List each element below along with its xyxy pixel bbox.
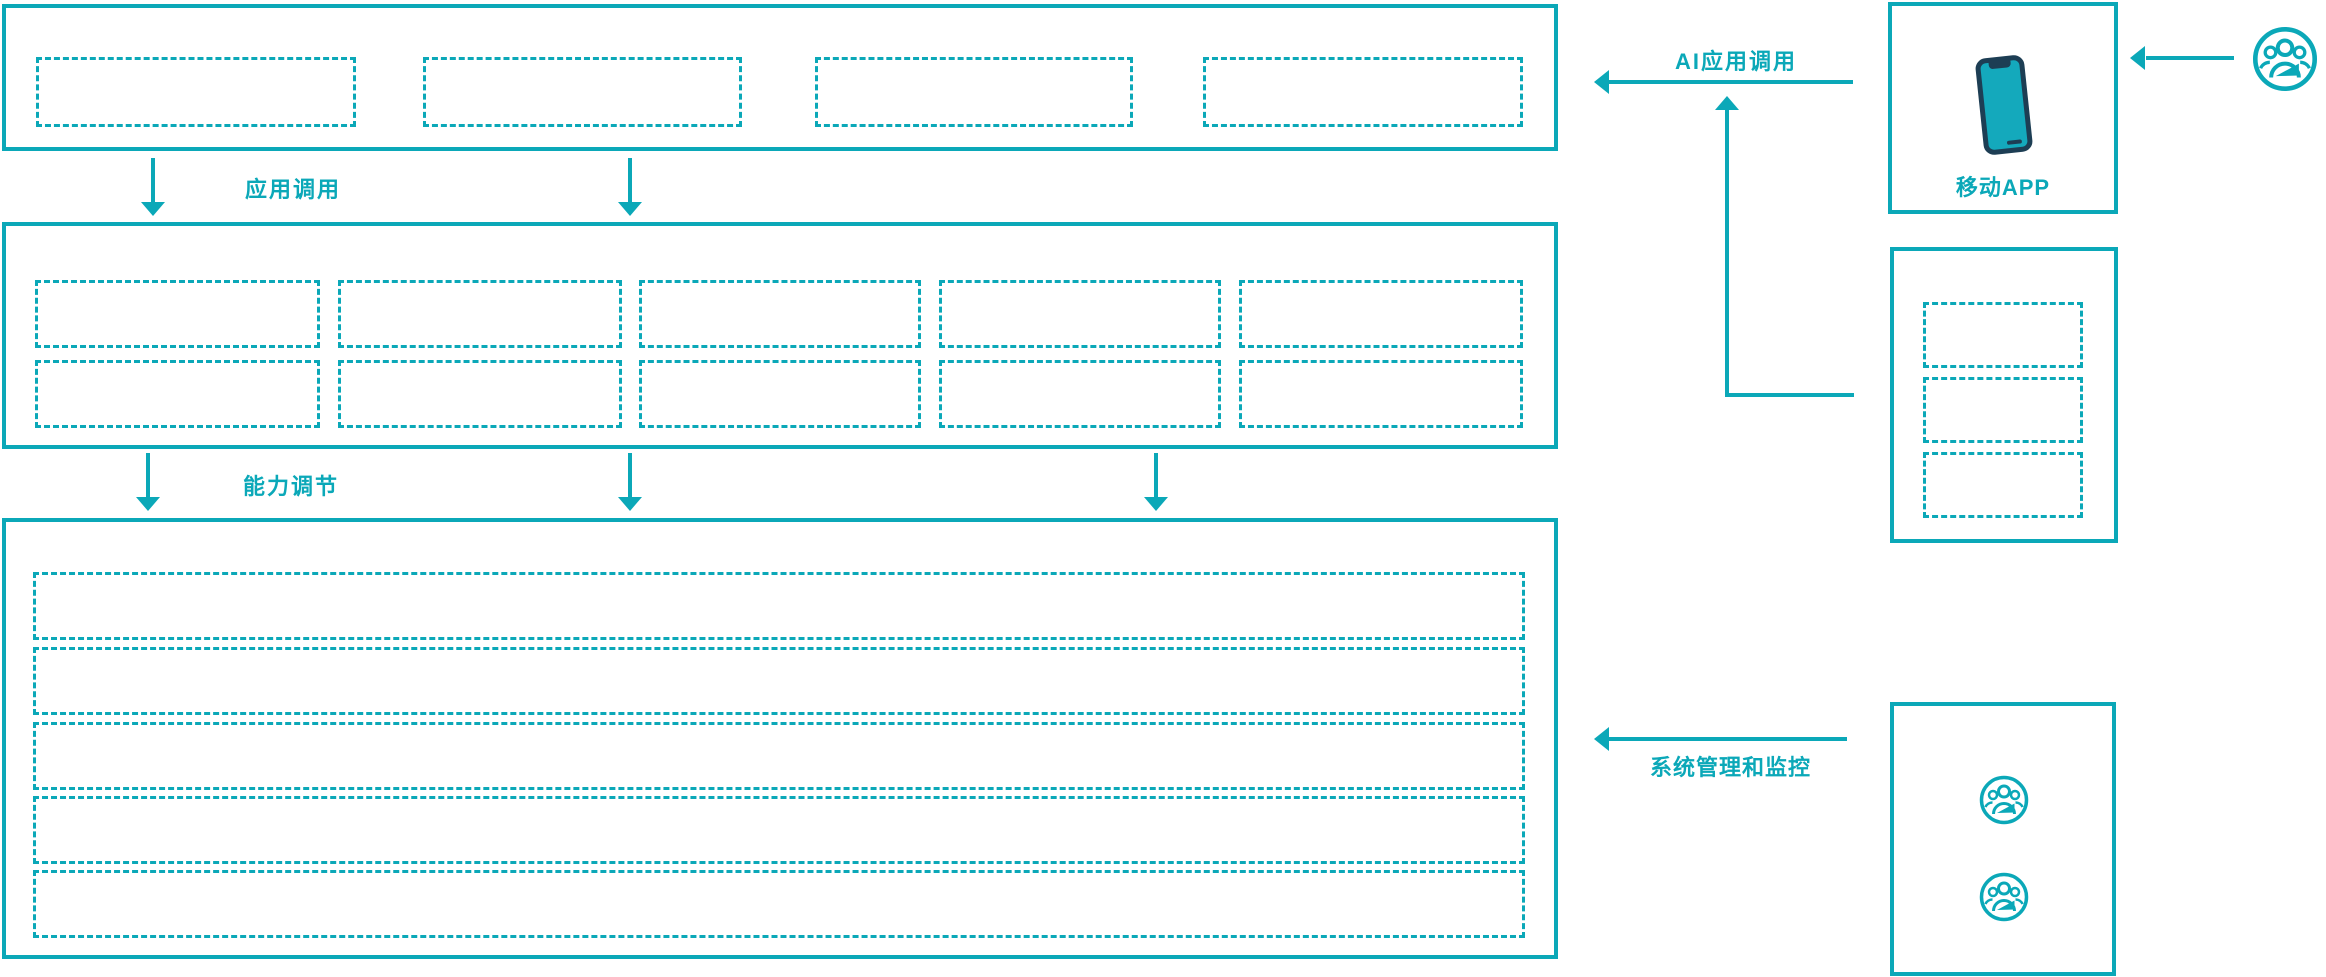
arrow-shaft xyxy=(146,453,150,499)
placeholder-box xyxy=(1923,452,2083,518)
users-icon xyxy=(1979,872,2029,922)
placeholder-box xyxy=(338,280,622,348)
arrow-shaft xyxy=(2146,56,2234,60)
placeholder-box xyxy=(1239,280,1523,348)
placeholder-box xyxy=(35,280,320,348)
placeholder-row xyxy=(33,647,1525,715)
placeholder-row xyxy=(33,722,1525,790)
users-icon xyxy=(1979,775,2029,825)
placeholder-box xyxy=(639,360,921,428)
placeholder-box xyxy=(939,360,1221,428)
placeholder-box xyxy=(939,280,1221,348)
ai-app-call-label: AI应用调用 xyxy=(1675,49,1798,74)
arrow-left-icon xyxy=(1594,70,1609,94)
placeholder-row xyxy=(33,870,1525,938)
placeholder-row xyxy=(33,572,1525,640)
placeholder-box xyxy=(36,57,356,127)
placeholder-box xyxy=(338,360,622,428)
placeholder-box xyxy=(1923,377,2083,443)
arrow-shaft xyxy=(151,158,155,204)
admin-users-box xyxy=(1890,702,2116,976)
capability-adjust-label: 能力调节 xyxy=(243,474,340,499)
arrow-shaft xyxy=(1154,453,1158,499)
arrow-shaft xyxy=(628,158,632,204)
connector-line xyxy=(1725,110,1729,397)
placeholder-box xyxy=(35,360,320,428)
arrow-shaft xyxy=(1608,80,1853,84)
arrow-left-icon xyxy=(1594,727,1609,751)
placeholder-box xyxy=(1203,57,1523,127)
middle-layer-box xyxy=(2,222,1558,449)
arrow-left-icon xyxy=(2130,46,2145,70)
placeholder-box xyxy=(1239,360,1523,428)
bottom-layer-box xyxy=(2,518,1558,959)
placeholder-box xyxy=(815,57,1133,127)
app-call-label: 应用调用 xyxy=(245,177,342,202)
arrow-up-icon xyxy=(1715,96,1739,110)
mobile-phone-icon xyxy=(1973,54,2035,157)
system-management-label: 系统管理和监控 xyxy=(1650,755,1812,780)
arrow-down-icon xyxy=(141,202,165,216)
arrow-down-icon xyxy=(618,202,642,216)
arrow-down-icon xyxy=(136,497,160,511)
placeholder-box xyxy=(1923,302,2083,368)
arrow-shaft xyxy=(1608,737,1847,741)
arrow-down-icon xyxy=(618,497,642,511)
mobile-app-label: 移动APP xyxy=(1955,175,2051,200)
users-icon xyxy=(2252,26,2318,92)
connector-line xyxy=(1725,393,1854,397)
placeholder-box xyxy=(639,280,921,348)
arrow-down-icon xyxy=(1144,497,1168,511)
arrow-shaft xyxy=(628,453,632,499)
placeholder-row xyxy=(33,796,1525,864)
placeholder-box xyxy=(423,57,742,127)
